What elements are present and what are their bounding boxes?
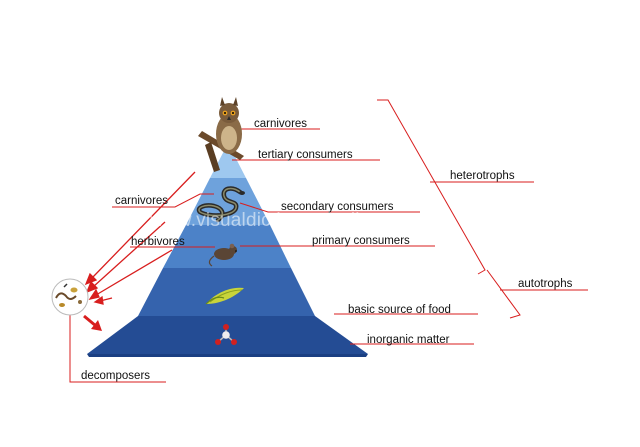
label-autotrophs: autotrophs xyxy=(518,278,573,290)
label-secondary-consumers: secondary consumers xyxy=(281,201,394,213)
owl-icon xyxy=(198,97,244,172)
label-inorganic-matter: inorganic matter xyxy=(367,334,450,346)
leader-lines-right xyxy=(228,99,588,345)
label-herbivores: herbivores xyxy=(131,236,185,248)
molecule-icon xyxy=(215,324,237,345)
arrow-to-inorganic xyxy=(83,314,102,331)
leader-lines-left xyxy=(69,193,215,383)
plant-icon xyxy=(205,287,244,305)
label-primary-consumers: primary consumers xyxy=(312,235,410,247)
snake-icon xyxy=(196,186,245,223)
label-carnivores-top: carnivores xyxy=(254,118,308,130)
pyramid-base-edge xyxy=(87,354,368,357)
label-carnivores-left: carnivores xyxy=(115,195,169,207)
mouse-icon xyxy=(208,243,237,267)
arrows-to-decomposers xyxy=(84,171,196,305)
label-decomposers: decomposers xyxy=(81,370,151,382)
pyramid-tier-primary xyxy=(163,225,291,268)
watermark-text: www.visualdictionaryonline.com xyxy=(150,210,424,231)
label-heterotrophs: heterotrophs xyxy=(450,170,515,182)
label-tertiary-consumers: tertiary consumers xyxy=(258,149,353,161)
label-basic-source-of-food: basic source of food xyxy=(348,304,451,316)
decomposers-icon xyxy=(51,278,89,316)
